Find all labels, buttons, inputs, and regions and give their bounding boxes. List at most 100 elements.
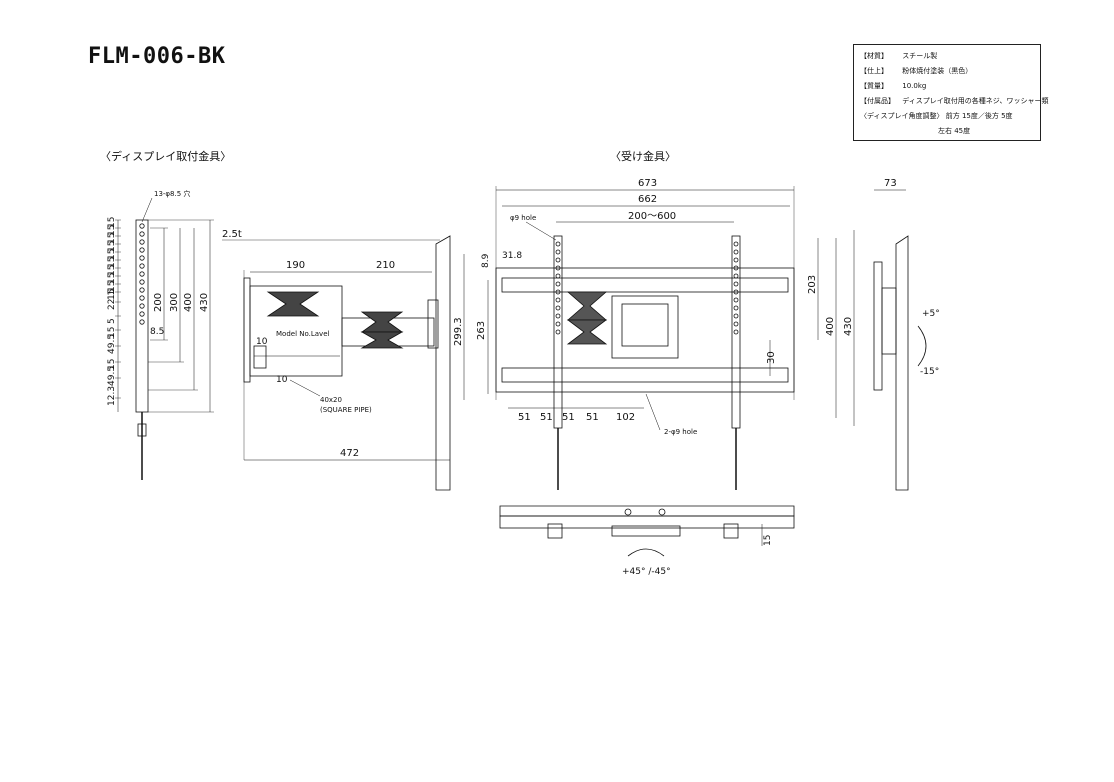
dim-472: 472 (340, 448, 359, 459)
bracket-hole (139, 263, 145, 269)
dim-430: 430 (199, 293, 210, 312)
arm-1-cover (266, 291, 320, 317)
hole-note-2: 2-φ9 hole (664, 428, 697, 436)
tilt-down: -15° (920, 367, 939, 377)
pitch-label: 49.5 (107, 366, 117, 386)
hanger-hole (733, 265, 739, 271)
bracket-hole (139, 239, 145, 245)
top-bolt-2 (658, 508, 666, 516)
hanger-hole (733, 281, 739, 287)
bracket-hole (139, 303, 145, 309)
bracket-hole (139, 295, 145, 301)
pitch-label: 15 (107, 273, 117, 284)
hanger-hole (733, 329, 739, 335)
pitch-label: 22.1 (107, 290, 117, 310)
dim-190: 190 (286, 260, 305, 271)
dim-31-8: 31.8 (502, 251, 522, 261)
hanger-left (553, 235, 563, 429)
top-rail (499, 515, 795, 529)
wall-plate (243, 277, 251, 383)
hanger-hole (555, 313, 561, 319)
wall-plate-side (873, 261, 883, 391)
dim-51-a: 51 (518, 412, 531, 423)
hanger-hole (555, 289, 561, 295)
section-title-display-bracket: 〈ディスプレイ取付金具〉 (100, 150, 232, 163)
spec-row-accessories: 【付属品】 ディスプレイ取付用の各種ネジ、ワッシャー類 (860, 97, 1049, 105)
pitch-label: 15 (107, 225, 117, 236)
bracket-hole (139, 255, 145, 261)
dim-thickness: 2.5t (222, 229, 242, 240)
bracket-hole (139, 279, 145, 285)
hanger-hole (733, 241, 739, 247)
bracket-hole (139, 223, 145, 229)
dim-8-5: 8.5 (150, 327, 164, 337)
model-label-note: Model No.Lavel (276, 330, 330, 338)
display-bracket-side (895, 235, 909, 491)
section-title-receiving-bracket: 〈受け金具〉 (610, 150, 676, 163)
tilt-arc (917, 325, 927, 367)
dim-300: 300 (169, 293, 180, 312)
side-arm-view: 2.5t 190 210 Model No.Lavel 10 10 (222, 229, 465, 491)
hanger-hole (555, 257, 561, 263)
hanger-hole (555, 305, 561, 311)
dim-400: 400 (183, 293, 194, 312)
top-view: 15 +45° /-45° (499, 505, 795, 577)
hanger-hole (733, 305, 739, 311)
arm-cover-front (566, 291, 608, 321)
spec-row-weight: 【質量】 10.0kg (860, 82, 927, 90)
dim-10-a: 10 (256, 337, 268, 347)
hanger-right (731, 235, 741, 429)
dim-73: 73 (884, 178, 897, 189)
hanger-hole (555, 265, 561, 271)
bracket-hole (139, 319, 145, 325)
hanger-holes (555, 241, 739, 335)
dim-102: 102 (616, 412, 635, 423)
dim-51-b: 51 (540, 412, 553, 423)
hanger-hole (733, 249, 739, 255)
model-number: FLM-006-BK (88, 44, 226, 69)
spec-row-tilt: 〈ディスプレイ角度調整〉 前方 15度／後方 5度 (860, 112, 1013, 120)
swivel-angle: +45° /-45° (622, 567, 671, 577)
hanger-hole (733, 297, 739, 303)
spec-table: 【材質】 スチール製 【仕上】 粉体焼付塗装（黒色） 【質量】 10.0kg 【… (853, 44, 1049, 141)
swivel-arc (627, 548, 665, 557)
hanger-hole (555, 297, 561, 303)
bracket-clip (137, 423, 147, 437)
rail-top (501, 277, 789, 293)
tilt-up: +5° (922, 309, 940, 319)
dim-210: 210 (376, 260, 395, 271)
bracket-hole (139, 247, 145, 253)
pitch-labels: 1515151515151515151522.151549.51549.512.… (107, 217, 117, 406)
top-plate (499, 505, 795, 517)
pitch-label: 49.5 (107, 334, 117, 354)
hanger-hole (733, 289, 739, 295)
pitch-label: 15 (107, 217, 117, 228)
hanger-hole (733, 313, 739, 319)
bracket-hole (139, 311, 145, 317)
pitch-label: 15 (107, 281, 117, 292)
pitch-label: 15 (107, 289, 117, 300)
pitch-label: 15 (107, 257, 117, 268)
dim-430-r: 430 (843, 317, 854, 336)
hanger-hole (733, 257, 739, 263)
arm-cover-front-2 (566, 319, 608, 345)
dim-200: 200 (153, 293, 164, 312)
dim-51-c: 51 (562, 412, 575, 423)
pitch-label: 15 (107, 249, 117, 260)
bracket-holes (139, 223, 145, 325)
center-mount-inner (621, 303, 669, 347)
hanger-hole (555, 281, 561, 287)
dim-203: 203 (807, 275, 818, 294)
pitch-label: 15 (107, 327, 117, 338)
dim-673: 673 (638, 178, 657, 189)
arm-2-cover-top (360, 311, 404, 333)
bracket-hole (139, 287, 145, 293)
dim-400-r: 400 (825, 317, 836, 336)
dim-15: 15 (763, 535, 773, 546)
top-center-block (611, 525, 681, 537)
pipe-size: 40x20 (320, 396, 342, 404)
pitch-label: 12.3 (107, 386, 117, 406)
pitch-label: 15 (107, 241, 117, 252)
